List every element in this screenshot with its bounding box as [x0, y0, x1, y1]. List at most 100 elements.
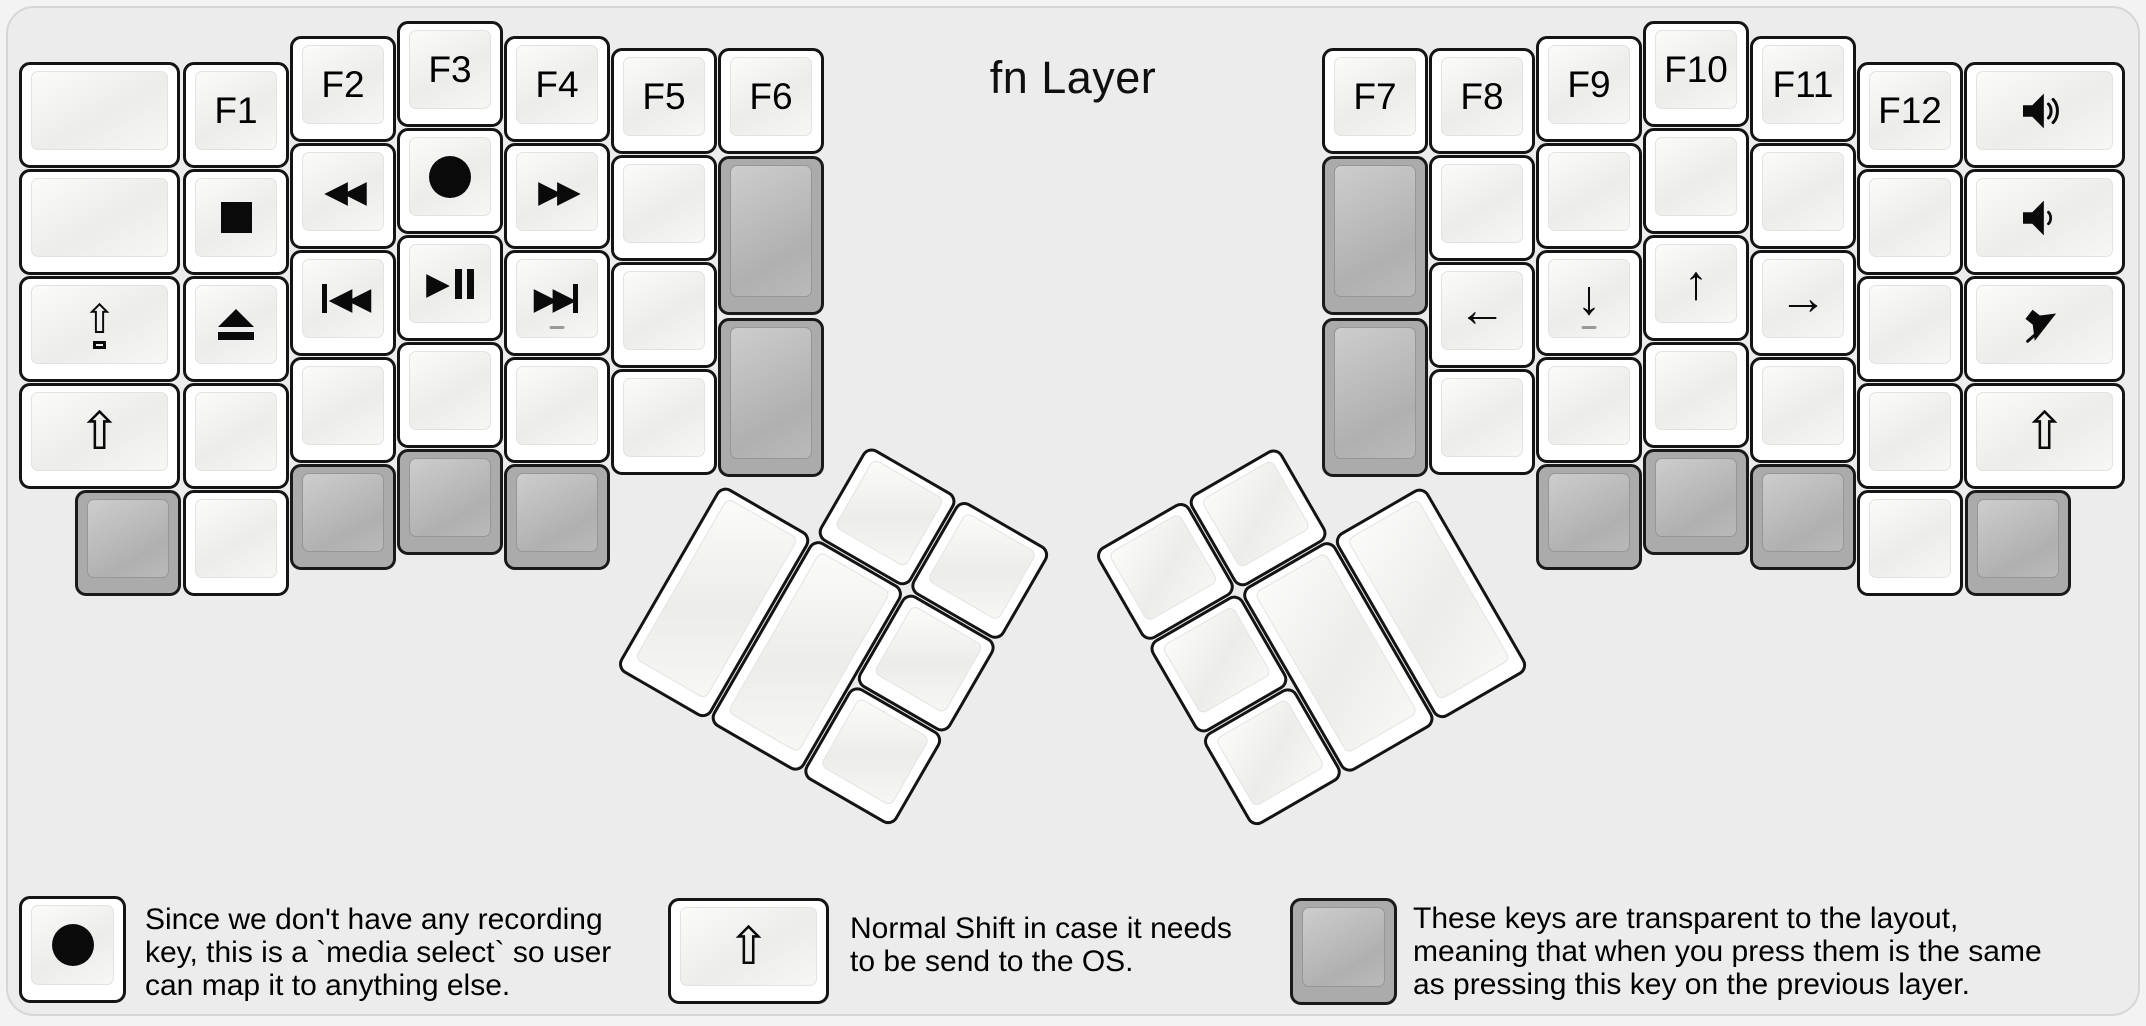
key-blank-r2r4[interactable] — [1429, 369, 1535, 475]
key-eject-cap — [195, 285, 277, 364]
key-left-outer-r1[interactable] — [19, 62, 180, 168]
key-mute-cap — [1976, 285, 2113, 364]
key-stop[interactable] — [183, 169, 289, 275]
key-bottom-grey-l3[interactable] — [290, 464, 396, 570]
key-f2[interactable]: F2 — [290, 36, 396, 142]
key-blank-r5r2[interactable] — [1750, 143, 1856, 249]
key-f12[interactable]: F12 — [1857, 62, 1963, 168]
key-blank-r6r3[interactable] — [1857, 276, 1963, 382]
key-transparent-l7a-cap — [730, 165, 812, 297]
key-bottom-white-right-cap — [1869, 499, 1951, 578]
key-bottom-grey-r5[interactable] — [1750, 464, 1856, 570]
key-blank-r2r2[interactable] — [1429, 155, 1535, 261]
key-blank-r6r4[interactable] — [1857, 383, 1963, 489]
key-arrow-left-cap: ← — [1441, 271, 1523, 350]
key-f5-label: F5 — [642, 75, 686, 117]
key-f8[interactable]: F8 — [1429, 48, 1535, 154]
key-blank-r6r2[interactable] — [1857, 169, 1963, 275]
key-blank-l6r3[interactable] — [611, 262, 717, 368]
key-transparent-l7a[interactable] — [718, 156, 824, 315]
key-f10[interactable]: F10 — [1643, 21, 1749, 127]
key-record[interactable] — [397, 128, 503, 234]
key-f2-label: F2 — [321, 63, 365, 105]
key-bottom-grey-l5[interactable] — [504, 464, 610, 570]
key-f11[interactable]: F11 — [1750, 36, 1856, 142]
key-transparent-l7b[interactable] — [718, 318, 824, 477]
key-shift-left[interactable]: ⇧ — [19, 383, 180, 489]
prev-track-icon: ◀◀ — [320, 283, 371, 314]
key-blank-r3r4[interactable] — [1536, 357, 1642, 463]
key-f6[interactable]: F6 — [718, 48, 824, 154]
key-blank-l2r4[interactable] — [183, 383, 289, 489]
key-bottom-grey-r3[interactable] — [1536, 464, 1642, 570]
legend-text-transparent: These keys are transparent to the layout… — [1413, 902, 2042, 1001]
key-shift-right[interactable]: ⇧ — [1964, 383, 2125, 489]
key-rewind[interactable]: ◀◀ — [290, 143, 396, 249]
key-arrow-up[interactable]: ↑ — [1643, 235, 1749, 341]
key-f10-label: F10 — [1664, 48, 1728, 90]
key-f12-label: F12 — [1878, 89, 1942, 131]
key-f3[interactable]: F3 — [397, 21, 503, 127]
key-bottom-grey-l4[interactable] — [397, 449, 503, 555]
key-rewind-cap: ◀◀ — [302, 152, 384, 231]
key-bottom-grey-right[interactable] — [1965, 490, 2071, 596]
key-blank-l5r4[interactable] — [504, 357, 610, 463]
key-caps-lock[interactable]: ⇧ — [19, 276, 180, 382]
key-volume-up[interactable] — [1964, 62, 2125, 168]
legend-key-record-cap — [31, 905, 114, 985]
key-bottom-grey-left[interactable] — [75, 490, 181, 596]
key-f1[interactable]: F1 — [183, 62, 289, 168]
key-transparent-r1a[interactable] — [1322, 156, 1428, 315]
key-blank-r2r2-cap — [1441, 164, 1523, 243]
key-f10-cap: F10 — [1655, 30, 1737, 109]
key-shift-right-cap: ⇧ — [1976, 392, 2113, 471]
key-bottom-white-right[interactable] — [1857, 490, 1963, 596]
key-f11-cap: F11 — [1762, 45, 1844, 124]
key-prev-track[interactable]: ◀◀ — [290, 250, 396, 356]
key-f4[interactable]: F4 — [504, 36, 610, 142]
key-f9[interactable]: F9 — [1536, 36, 1642, 142]
key-blank-l6r4-cap — [623, 378, 705, 457]
key-arrow-right[interactable]: → — [1750, 250, 1856, 356]
key-f5-cap: F5 — [623, 57, 705, 136]
legend-line: Normal Shift in case it needs — [850, 912, 1232, 945]
legend-key-shift-cap: ⇧ — [680, 907, 817, 986]
key-blank-r5r4[interactable] — [1750, 357, 1856, 463]
key-bottom-white-left[interactable] — [183, 490, 289, 596]
key-next-track[interactable]: ▶▶ — [504, 250, 610, 356]
key-eject[interactable] — [183, 276, 289, 382]
key-arrow-left[interactable]: ← — [1429, 262, 1535, 368]
key-f3-label: F3 — [428, 48, 472, 90]
legend-text-record: Since we don't have any recording key, t… — [145, 903, 611, 1002]
key-bottom-grey-r4[interactable] — [1643, 449, 1749, 555]
shift-icon: ⇧ — [726, 917, 771, 976]
next-track-icon: ▶▶ — [534, 283, 581, 314]
key-f9-label: F9 — [1567, 63, 1611, 105]
key-blank-l4r4[interactable] — [397, 342, 503, 448]
key-volume-down[interactable] — [1964, 169, 2125, 275]
key-blank-l5r4-cap — [516, 366, 598, 445]
key-blank-r4r2[interactable] — [1643, 128, 1749, 234]
arrow-up-icon: ↑ — [1684, 257, 1708, 310]
key-play-pause[interactable]: ▶ — [397, 235, 503, 341]
key-stop-cap — [195, 178, 277, 257]
key-blank-r3r2[interactable] — [1536, 143, 1642, 249]
key-mute[interactable] — [1964, 276, 2125, 382]
key-left-outer-r2[interactable] — [19, 169, 180, 275]
key-fast-forward[interactable]: ▶▶ — [504, 143, 610, 249]
key-f12-cap: F12 — [1869, 71, 1951, 150]
key-blank-l6r4[interactable] — [611, 369, 717, 475]
record-icon — [51, 924, 94, 966]
ffwd-icon: ▶▶ — [538, 174, 581, 209]
key-f5[interactable]: F5 — [611, 48, 717, 154]
key-f7[interactable]: F7 — [1322, 48, 1428, 154]
key-transparent-r1b[interactable] — [1322, 318, 1428, 477]
key-blank-r4r4[interactable] — [1643, 342, 1749, 448]
key-blank-l3r4[interactable] — [290, 357, 396, 463]
key-arrow-down[interactable]: ↓ — [1536, 250, 1642, 356]
key-blank-l6r2[interactable] — [611, 155, 717, 261]
legend-text-shift: Normal Shift in case it needs to be send… — [850, 912, 1232, 978]
play-pause-icon: ▶ — [426, 268, 474, 299]
key-arrow-up-cap: ↑ — [1655, 244, 1737, 323]
key-blank-r5r4-cap — [1762, 366, 1844, 445]
